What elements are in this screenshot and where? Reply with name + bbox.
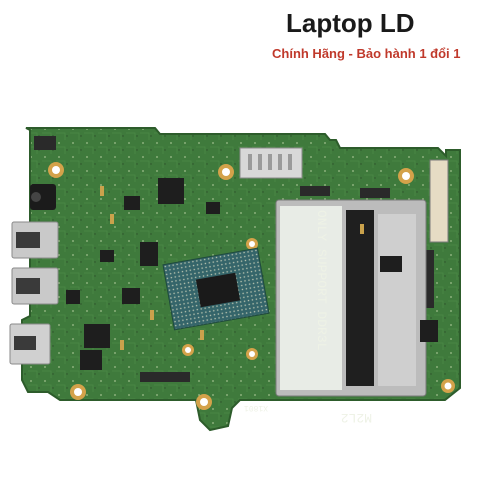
- cpu-chip: [162, 247, 270, 331]
- components: [66, 178, 438, 370]
- mark-label: M2L2: [341, 410, 372, 425]
- power-connector: [239, 147, 303, 179]
- hdmi-port: [9, 323, 51, 365]
- usb-port-2: [11, 267, 59, 305]
- audio-jack: [30, 184, 56, 210]
- mounting-holes: [48, 162, 455, 410]
- usb-port-1: [11, 221, 59, 259]
- capacitors: [100, 186, 364, 350]
- ram-slot: [275, 199, 427, 397]
- slot-label: ONLY SUPPORT DDR3L: [314, 210, 329, 350]
- brand-subtitle: Chính Hãng - Bảo hành 1 đổi 1: [272, 46, 461, 61]
- serial-label: X1801: [244, 403, 268, 412]
- brand-title: Laptop LD: [286, 8, 415, 38]
